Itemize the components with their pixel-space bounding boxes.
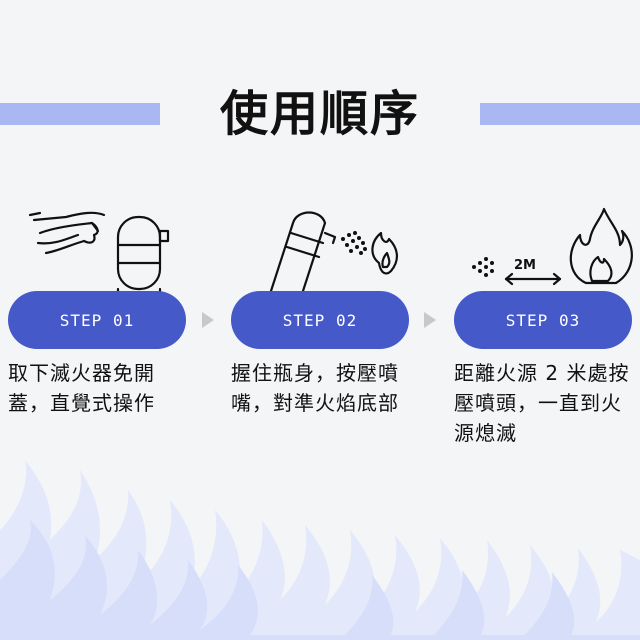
distance-to-fire-icon: [472, 207, 633, 286]
distance-label: 2M: [514, 258, 536, 273]
flame-background: [0, 460, 640, 640]
step-2-description: 握住瓶身，按壓噴嘴，對準火焰底部: [231, 361, 399, 415]
spray-at-fire-icon: [269, 211, 398, 293]
arrow-right-icon: [424, 312, 436, 328]
step-1-description: 取下滅火器免開蓋，直覺式操作: [8, 361, 155, 415]
step-3-label: STEP 03: [454, 291, 632, 349]
title-bar-right: [480, 103, 640, 125]
step-2: STEP 02 握住瓶身，按壓噴嘴，對準火焰底部: [231, 0, 411, 640]
step-3: 2M STEP 03 距離火源 2 米處按壓噴頭，一直到火源熄滅: [454, 0, 634, 640]
title-bar-left: [0, 103, 160, 125]
step-2-label: STEP 02: [231, 291, 409, 349]
arrow-right-icon: [202, 312, 214, 328]
step-1-label: STEP 01: [8, 291, 186, 349]
page-title: 使用順序: [219, 86, 420, 142]
hand-removing-cap-icon: [28, 211, 170, 295]
step-3-description: 距離火源 2 米處按壓噴頭，一直到火源熄滅: [454, 361, 630, 445]
step-1: STEP 01 取下滅火器免開蓋，直覺式操作: [8, 0, 188, 640]
